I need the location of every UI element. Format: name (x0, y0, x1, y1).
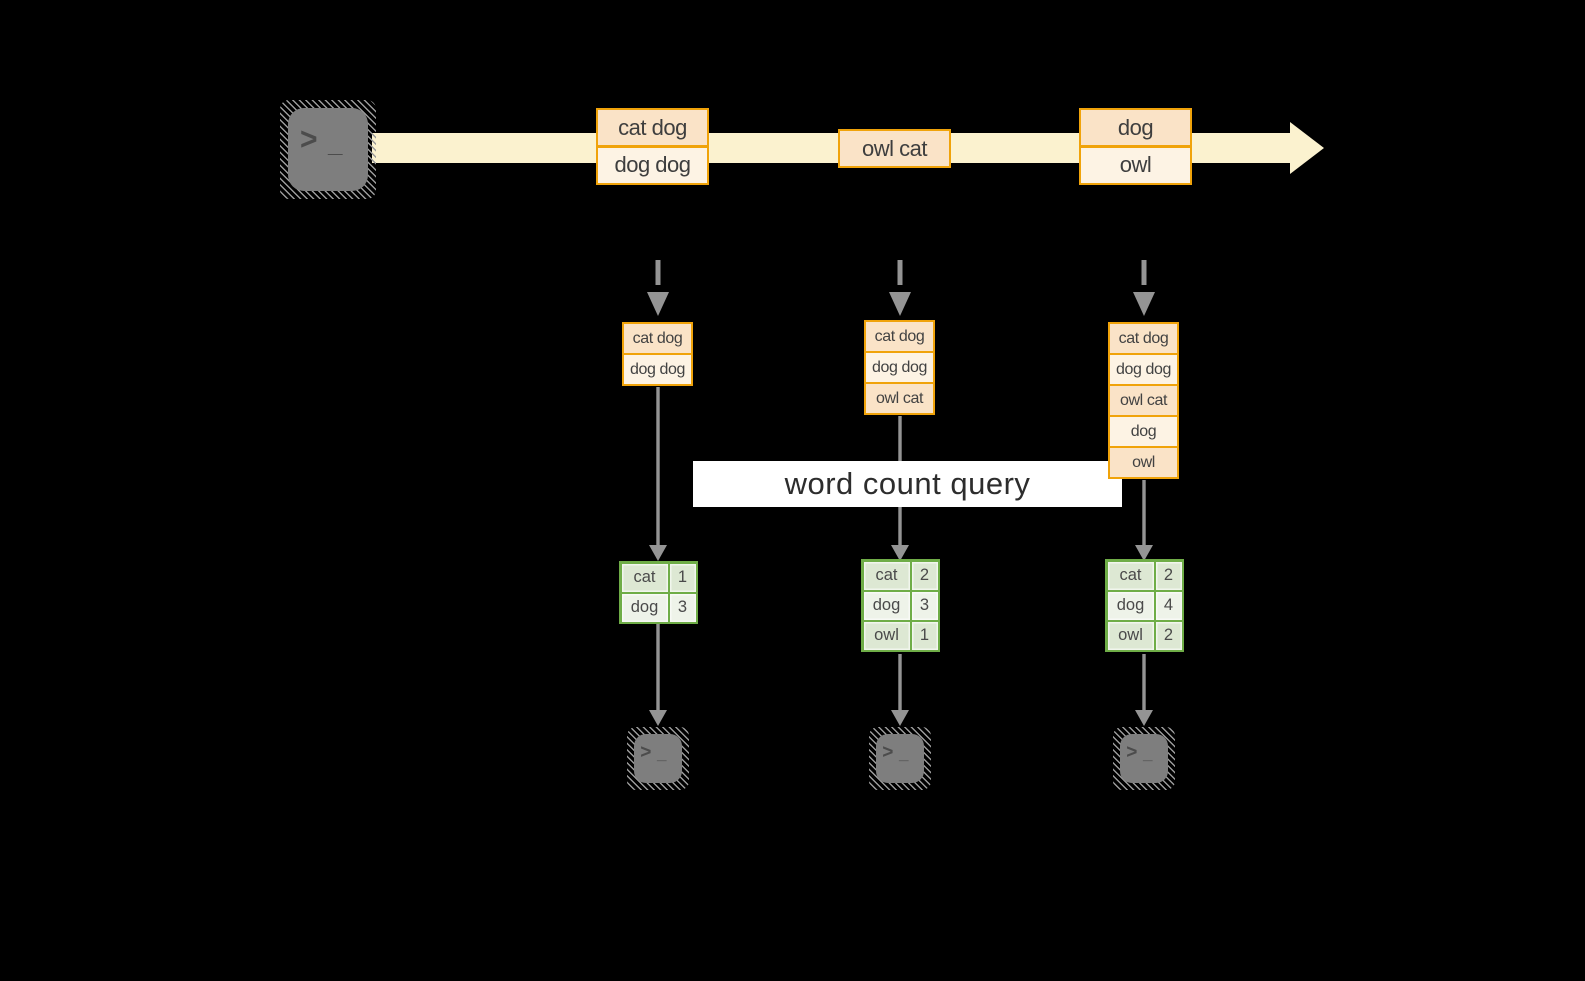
count-cell: 1 (669, 563, 696, 592)
count-cell: 2 (911, 561, 938, 590)
buffered-record: dog dog (1110, 355, 1177, 384)
query-label-banner: word count query (693, 461, 1122, 507)
buffered-record: cat dog (866, 322, 933, 351)
stream-arrow-head-icon (1290, 122, 1324, 174)
task-input-buffer-1: cat dog dog dog (622, 322, 693, 386)
stream-record: owl (1081, 147, 1190, 183)
word-count-table-3: cat 2 dog 4 owl 2 (1105, 559, 1184, 652)
count-cell: 2 (1155, 621, 1182, 650)
sink-terminal-icon-3: > _ (1113, 727, 1175, 790)
count-cell: 4 (1155, 591, 1182, 620)
word-cell: cat (863, 561, 910, 590)
task-input-buffer-2: cat dog dog dog owl cat (864, 320, 935, 415)
stream-event-box-2: owl cat (838, 129, 951, 168)
terminal-prompt-icon: > (882, 741, 894, 763)
stream-record: cat dog (598, 110, 707, 145)
word-cell: dog (1107, 591, 1154, 620)
count-cell: 3 (669, 593, 696, 622)
terminal-cursor-icon: _ (328, 127, 343, 158)
task-input-buffer-3: cat dog dog dog owl cat dog owl (1108, 322, 1179, 479)
count-cell: 3 (911, 591, 938, 620)
stream-record: dog (1081, 110, 1190, 145)
source-terminal-icon: > _ (280, 100, 376, 199)
sink-terminal-icon-2: > _ (869, 727, 931, 790)
count-cell: 2 (1155, 561, 1182, 590)
terminal-screen: > _ (634, 734, 682, 783)
stream-record: owl cat (840, 131, 949, 166)
word-cell: cat (621, 563, 668, 592)
terminal-prompt-icon: > (640, 741, 652, 763)
buffered-record: dog (1110, 417, 1177, 446)
terminal-screen: > _ (876, 734, 924, 783)
buffered-record: owl cat (866, 384, 933, 413)
word-cell: owl (1107, 621, 1154, 650)
buffered-record: cat dog (1110, 324, 1177, 353)
terminal-screen: > _ (1120, 734, 1168, 783)
stream-event-box-3: dog owl (1079, 108, 1192, 185)
count-cell: 1 (911, 621, 938, 650)
word-cell: dog (863, 591, 910, 620)
stream-event-box-1: cat dog dog dog (596, 108, 709, 185)
buffered-record: dog dog (624, 355, 691, 384)
word-cell: cat (1107, 561, 1154, 590)
terminal-cursor-icon: _ (899, 743, 909, 763)
terminal-cursor-icon: _ (657, 743, 667, 763)
stream-record: dog dog (598, 147, 707, 183)
terminal-prompt-icon: > (300, 121, 318, 157)
dashed-arrow (647, 260, 1155, 316)
terminal-screen: > _ (288, 108, 368, 191)
word-count-table-2: cat 2 dog 3 owl 1 (861, 559, 940, 652)
buffered-record: owl cat (1110, 386, 1177, 415)
terminal-prompt-icon: > (1126, 741, 1138, 763)
word-cell: dog (621, 593, 668, 622)
buffered-record: cat dog (624, 324, 691, 353)
word-cell: owl (863, 621, 910, 650)
buffered-record: owl (1110, 448, 1177, 477)
sink-terminal-icon-1: > _ (627, 727, 689, 790)
terminal-cursor-icon: _ (1143, 743, 1153, 763)
word-count-table-1: cat 1 dog 3 (619, 561, 698, 624)
buffered-record: dog dog (866, 353, 933, 382)
